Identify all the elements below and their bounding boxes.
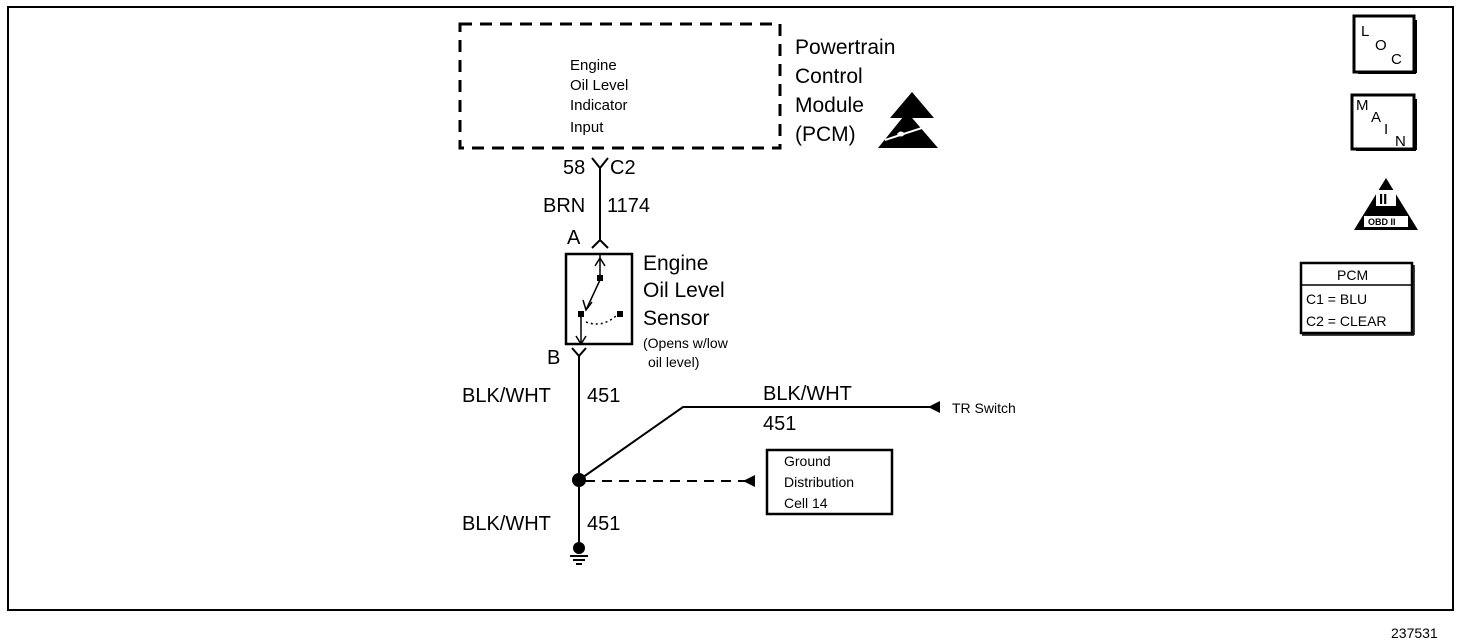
- sensor-note: (Opens w/low oil level): [643, 335, 732, 370]
- ground-distribution-label: Ground Distribution Cell 14: [784, 453, 858, 511]
- sensor-note-line-2: oil level): [648, 354, 699, 370]
- main-letter-m: M: [1356, 97, 1369, 114]
- pcm-name-line-1: Powertrain: [795, 36, 895, 59]
- wire-mid-color: BLK/WHT: [462, 385, 551, 407]
- main-icon: M A I N: [1350, 93, 1417, 151]
- pcm-box-line-2: Oil Level: [570, 77, 628, 94]
- ground-distribution-box: [765, 448, 894, 516]
- sensor-note-line-1: (Opens w/low: [643, 335, 729, 351]
- wire-branch-color: BLK/WHT: [763, 383, 852, 405]
- sensor-switch-icon: [575, 254, 623, 346]
- pcm-box-line-4: Input: [570, 119, 604, 136]
- pcm-legend-title: PCM: [1337, 267, 1368, 283]
- wire-mid-circuit: 451: [587, 385, 620, 407]
- pcm-box-line-3: Indicator: [570, 97, 628, 114]
- sensor-name-label: Engine Oil Level Sensor: [643, 252, 731, 330]
- ground-line-3: Cell 14: [784, 495, 828, 511]
- sensor-pin-b: B: [547, 347, 560, 369]
- wire-branch-circuit: 451: [763, 413, 796, 435]
- wire-blkwht-451-branch: [578, 406, 930, 481]
- pcm-connector-id: C2: [610, 157, 636, 179]
- obd-ii-icon: II OBD II: [1354, 178, 1418, 230]
- sensor-name-line-3: Sensor: [643, 307, 710, 330]
- sensor-connector-a-symbol: [591, 238, 609, 249]
- wire-top-circuit: 1174: [607, 195, 650, 217]
- obd-label: OBD II: [1368, 217, 1396, 227]
- pcm-name-line-2: Control: [795, 65, 863, 88]
- loc-icon: L O C: [1352, 14, 1417, 74]
- ground-line-1: Ground: [784, 453, 831, 469]
- obd-numeral: II: [1379, 191, 1387, 208]
- tr-switch-label: TR Switch: [952, 400, 1016, 416]
- esd-warning-icon: [878, 92, 938, 148]
- loc-letter-l: L: [1361, 23, 1369, 40]
- figure-number: 237531: [1391, 625, 1438, 641]
- pcm-connector-legend: PCM C1 = BLU C2 = CLEAR: [1299, 261, 1415, 336]
- pcm-legend-row-1: C1 = BLU: [1306, 291, 1367, 307]
- pcm-name-line-3: Module: [795, 94, 864, 117]
- oil-level-sensor-box: [564, 252, 634, 346]
- diagram-frame: [7, 6, 1454, 611]
- tr-switch-arrow-icon: [928, 401, 940, 413]
- pcm-module-box: [458, 22, 782, 150]
- pcm-input-label: Engine Oil Level Indicator Input: [570, 57, 633, 136]
- loc-letter-o: O: [1375, 37, 1387, 54]
- ground-line-2: Distribution: [784, 474, 854, 490]
- main-letter-i: I: [1384, 121, 1388, 138]
- ground-icon: [570, 542, 588, 565]
- sensor-pin-a: A: [567, 227, 581, 249]
- sensor-connector-b-symbol: [571, 347, 587, 358]
- sensor-name-line-2: Oil Level: [643, 279, 725, 302]
- main-letter-n: N: [1395, 133, 1406, 150]
- ground-reference-arrow-icon: [743, 475, 755, 487]
- sensor-name-line-1: Engine: [643, 252, 708, 275]
- pcm-box-line-1: Engine: [570, 57, 617, 74]
- pcm-name-label: Powertrain Control Module (PCM): [795, 36, 901, 146]
- wire-bottom-color: BLK/WHT: [462, 513, 551, 535]
- main-letter-a: A: [1371, 109, 1381, 126]
- loc-letter-c: C: [1391, 51, 1402, 68]
- pcm-connector-symbol: [591, 157, 609, 170]
- pcm-legend-row-2: C2 = CLEAR: [1306, 313, 1387, 329]
- pcm-name-line-4: (PCM): [795, 123, 856, 146]
- wire-top-color: BRN: [543, 195, 585, 217]
- wire-bottom-circuit: 451: [587, 513, 620, 535]
- pcm-pin-number: 58: [563, 157, 585, 179]
